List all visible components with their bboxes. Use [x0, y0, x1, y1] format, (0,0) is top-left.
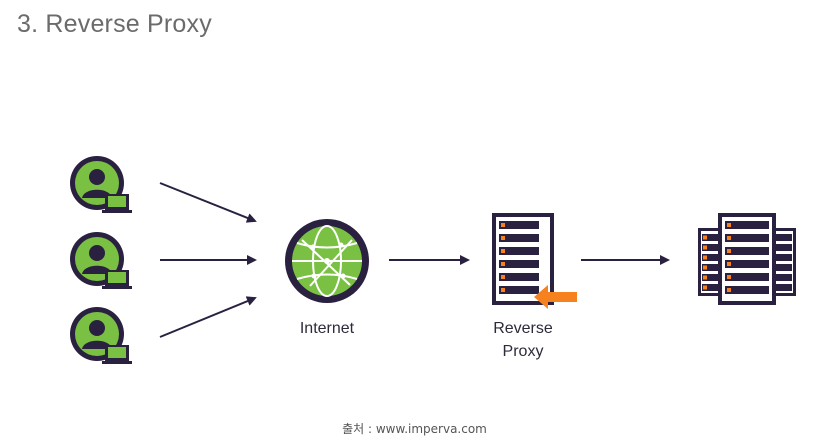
source-caption: 출처 : www.imperva.com [342, 422, 487, 436]
user-laptop-icon-1 [70, 156, 132, 213]
orange-arrow-icon [534, 285, 577, 309]
arrow-user3-internet [159, 296, 257, 338]
proxy-label-line1: Reverse [493, 320, 553, 337]
user-laptop-icon-3 [70, 307, 132, 364]
arrow-user1-internet [159, 182, 257, 223]
globe-icon [285, 219, 369, 303]
server-cluster-icon [698, 213, 796, 305]
server-icon [492, 213, 554, 305]
page-title: 3. Reverse Proxy [17, 10, 212, 38]
proxy-label-line2: Proxy [502, 343, 544, 360]
user-laptop-icon-2 [70, 232, 132, 289]
internet-label: Internet [299, 320, 355, 337]
